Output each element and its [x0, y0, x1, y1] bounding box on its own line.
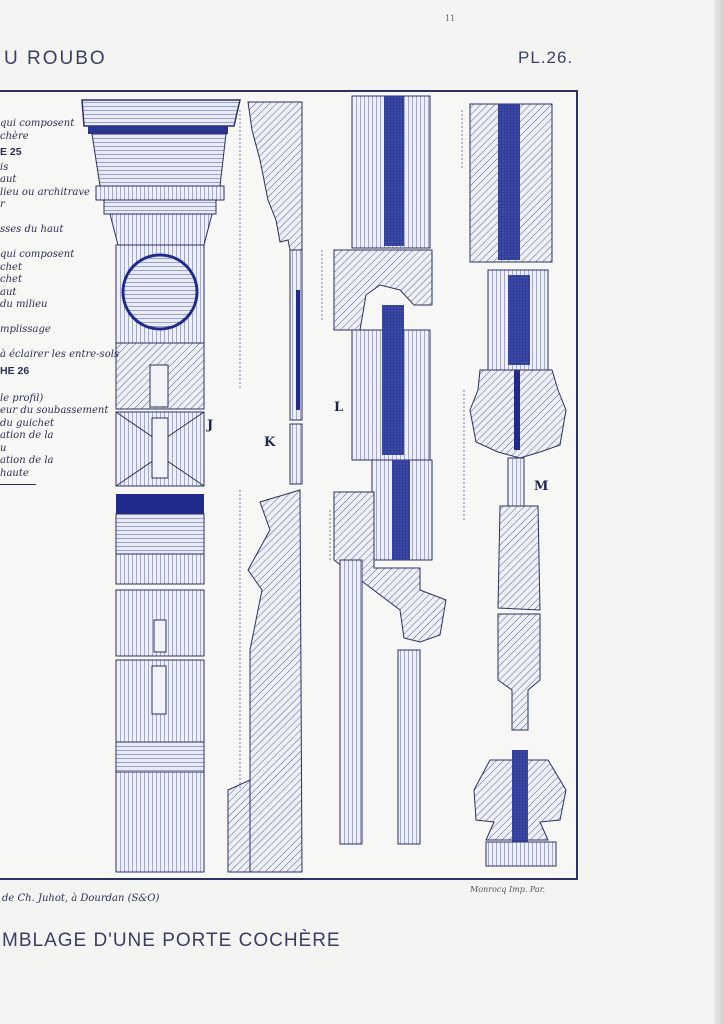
figure-j-elevation [81, 99, 241, 873]
legend-line [0, 380, 110, 393]
legend-line [0, 312, 110, 325]
legend-line: qui composent [0, 118, 75, 129]
figure-label-j: J [207, 418, 214, 433]
legend-rule [0, 484, 36, 485]
legend-line: qui composent [0, 249, 75, 260]
legend-line: aut [0, 174, 17, 185]
legend-line: chet [0, 274, 22, 285]
legend-line: lieu ou architrave [0, 186, 90, 198]
legend-line: eur du soubassement [0, 405, 109, 416]
legend-line: ation de la [0, 455, 54, 466]
plate-title: MBLAGE D'UNE PORTE COCHÈRE [2, 930, 341, 951]
legend-line: chet [0, 261, 22, 273]
legend-line: is [0, 161, 9, 173]
legend-line: chère [0, 130, 29, 142]
figure-label-l: L [334, 400, 344, 415]
joinery-drawing [81, 95, 567, 873]
legend-line: aut [0, 286, 17, 298]
page-mark: 11 [445, 14, 456, 23]
figure-label-m: M [534, 479, 549, 494]
legend-line: ation de la [0, 430, 54, 441]
legend-line: du milieu [0, 299, 48, 310]
legend-line: le profil) [0, 392, 44, 404]
legend-line: E 25 [0, 146, 22, 158]
legend-line: sses du haut [0, 224, 64, 235]
legend-line [0, 212, 110, 225]
legend-line: HE 26 [0, 364, 30, 377]
plate-number: PL.26. [518, 48, 574, 67]
figure-label-k: K [264, 435, 276, 450]
legend-line: u [0, 442, 7, 454]
legend-line: r [0, 199, 5, 210]
legend-line [0, 337, 110, 350]
legend-line: du guichet [0, 417, 55, 429]
engraver-credit: de Ch. Juhot, à Dourdan (S&O) [2, 893, 160, 904]
figure-m-section [461, 103, 567, 867]
figure-k-profile [227, 101, 303, 873]
header-author: U ROUBO [4, 48, 107, 69]
printer-credit: Monrocq Imp. Par. [470, 885, 546, 894]
legend-line: haute [0, 467, 29, 479]
legend-line: à éclairer les entre-sols [0, 349, 120, 360]
page-edge-shadow [714, 0, 724, 1024]
legend-line: mplissage [0, 324, 51, 335]
legend-line [0, 237, 110, 250]
figure-l-section [321, 95, 447, 845]
